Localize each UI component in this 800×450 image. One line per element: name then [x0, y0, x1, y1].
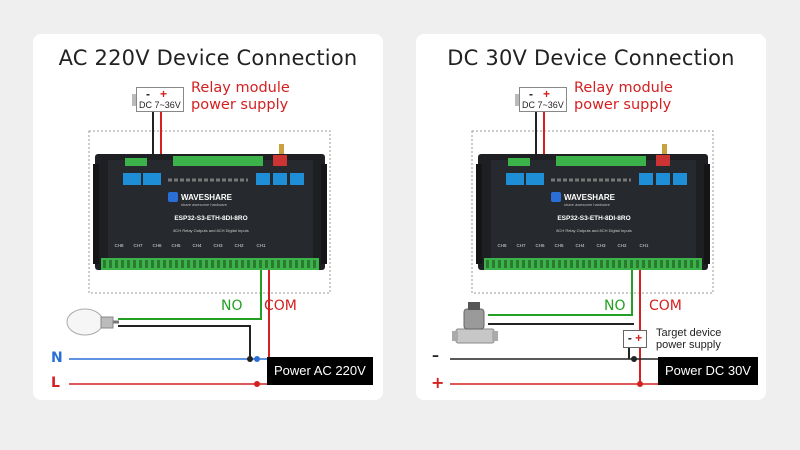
target-power-label-line2: power supply [656, 339, 721, 351]
target-power-label-line1: Target device [656, 327, 722, 339]
board-channel-label: CH4 [575, 243, 584, 248]
psu-minus: - [529, 87, 533, 101]
ac-connection-panel: AC 220V Device Connection [33, 34, 383, 400]
relay-power-supply: -+ DC 7~36V [515, 87, 567, 112]
board-channel-label: CH8 [497, 243, 506, 248]
relay-power-label: Relay module power supply [191, 80, 290, 114]
target-power-label: Target device power supply [656, 327, 721, 351]
no-label: NO [221, 298, 243, 314]
psu-minus: - [146, 87, 150, 101]
power-source-label: Power AC 220V [267, 357, 373, 385]
board-model: ESP32-S3-ETH-8DI-8RO [174, 215, 247, 222]
board-channel-label: CH3 [213, 243, 222, 248]
antenna-icon [662, 144, 667, 160]
board-boundary [88, 130, 331, 294]
board-brand: WAVESHARE [181, 193, 233, 202]
light-bulb-icon [66, 308, 119, 336]
board-slogan: share awesome hardware [564, 202, 611, 207]
psu-voltage-range: DC 7~36V [139, 100, 181, 110]
relay-power-label-line2: power supply [574, 97, 672, 113]
target-power-supply: - + [623, 330, 647, 348]
psu-plus: + [543, 87, 551, 101]
no-wire [488, 270, 633, 316]
board-channel-label: CH8 [114, 243, 123, 248]
target-minus: - [627, 331, 632, 345]
com-label: COM [264, 298, 297, 314]
dc-connection-panel: DC 30V Device Connection [416, 34, 766, 400]
board-channel-label: CH5 [171, 243, 180, 248]
solenoid-valve-icon [452, 302, 498, 344]
board-channel-label: CH7 [516, 243, 525, 248]
relay-board [93, 154, 327, 270]
board-channel-label: CH2 [234, 243, 243, 248]
board-description: 8CH Relay Outputs and 8CH Digital Inputs [173, 228, 249, 233]
board-description: 8CH Relay Outputs and 8CH Digital Inputs [556, 228, 632, 233]
board-channel-label: CH3 [596, 243, 605, 248]
neutral-label: N [51, 350, 63, 366]
antenna-icon [279, 144, 284, 160]
junction-dot [254, 381, 260, 387]
board-slogan: share awesome hardware [181, 202, 228, 207]
board-brand: WAVESHARE [564, 193, 616, 202]
board-channel-label: CH4 [192, 243, 201, 248]
no-label: NO [604, 298, 626, 314]
board-channel-label: CH1 [639, 243, 648, 248]
panel-title: AC 220V Device Connection [58, 46, 358, 70]
junction-dot [637, 381, 643, 387]
live-label: L [51, 375, 60, 391]
board-channel-label: CH1 [256, 243, 265, 248]
junction-dot [254, 356, 260, 362]
board-channel-label: CH2 [617, 243, 626, 248]
board-channel-label: CH7 [133, 243, 142, 248]
relay-power-label: Relay module power supply [574, 80, 673, 114]
relay-power-label-line1: Relay module [574, 80, 673, 96]
psu-plus: + [160, 87, 168, 101]
board-model: ESP32-S3-ETH-8DI-8RO [557, 215, 630, 222]
relay-power-label-line2: power supply [191, 97, 289, 113]
board-channel-label: CH6 [535, 243, 544, 248]
device-return-wire [118, 325, 251, 359]
power-source-label: Power DC 30V [658, 357, 758, 385]
no-wire [118, 270, 262, 320]
psu-voltage-range: DC 7~36V [522, 100, 564, 110]
junction-dot [247, 356, 253, 362]
positive-label: + [431, 373, 445, 392]
panel-title: DC 30V Device Connection [447, 46, 735, 70]
target-plus: + [635, 331, 643, 345]
board-channel-label: CH5 [554, 243, 563, 248]
junction-dot [631, 356, 637, 362]
com-label: COM [649, 298, 682, 314]
negative-label: – [432, 348, 439, 364]
relay-power-supply: -+ DC 7~36V [132, 87, 184, 112]
relay-power-label-line1: Relay module [191, 80, 290, 96]
relay-board [476, 154, 710, 270]
board-boundary [471, 130, 714, 294]
board-channel-label: CH6 [152, 243, 161, 248]
